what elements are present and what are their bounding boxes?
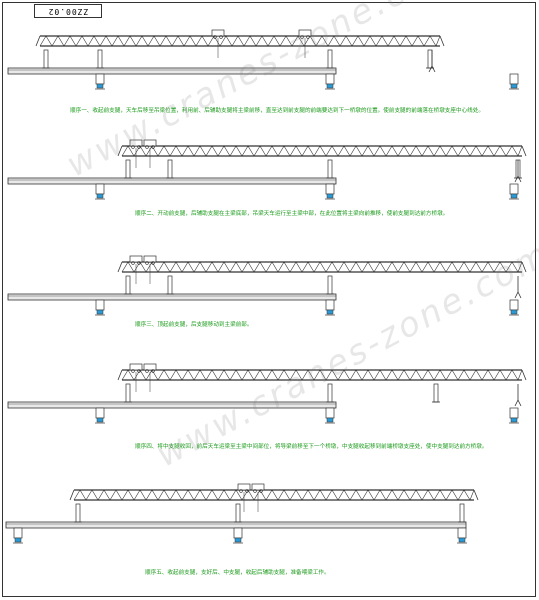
step-2-bridge-beam (7, 177, 337, 185)
erection-step-2: 顺序二、开动前支腿，后辅助支腿在主梁底部，吊梁天车运行至主梁中部，在此位置将主梁… (0, 138, 539, 228)
step-5-caption: 顺序五、收起前支腿，支好后、中支腿，收起后辅助支腿，准备喂梁工作。 (145, 570, 330, 576)
erection-step-3: 顺序三、顶起前支腿，后支腿移动到主梁前部。 (0, 248, 539, 338)
step-2-trolleys (129, 139, 157, 168)
step-2-elevation-svg (7, 139, 527, 200)
erection-step-4: 顺序四、将中支腿收回，前后天车运梁至主梁中间部位，将导梁前移至下一个桥墩，中支腿… (0, 356, 539, 456)
step-2-caption: 顺序二、开动前支腿，后辅助支腿在主梁底部，吊梁天车运行至主梁中部，在此位置将主梁… (135, 211, 449, 217)
step-3-bridge-beam (7, 293, 337, 301)
erection-step-1: 顺序一、收起前支腿，天车后移至吊梁位置，利用前、后辅助支腿将主梁前移，直至达到前… (0, 28, 539, 118)
step-2-launching-girder (117, 145, 527, 157)
erection-step-5: 顺序五、收起前支腿，支好后、中支腿，收起后辅助支腿，准备喂梁工作。 (0, 474, 539, 594)
step-5-launching-girder (69, 489, 479, 501)
step-4-legs (124, 383, 440, 403)
step-4-launching-girder (117, 369, 527, 381)
step-5-piers (13, 527, 467, 544)
step-1-bridge-beam (7, 67, 337, 75)
step-5-legs (74, 503, 466, 523)
step-5-trolleys (237, 483, 265, 512)
step-4-caption: 顺序四、将中支腿收回，前后天车运梁至主梁中间部位，将导梁前移至下一个桥墩，中支腿… (135, 444, 488, 450)
step-3-front-hook (514, 276, 522, 299)
drawing-number: ZZ00.02 (34, 4, 102, 18)
step-3-launching-girder (117, 261, 527, 273)
step-1-launching-girder (35, 35, 445, 47)
step-3-elevation-svg (7, 255, 527, 316)
step-4-elevation-svg (7, 363, 527, 424)
step-3-piers (95, 299, 519, 316)
step-3-trolleys (129, 255, 157, 284)
step-2-piers (95, 183, 519, 200)
step-1-trolleys (211, 29, 312, 58)
step-1-caption: 顺序一、收起前支腿，天车后移至吊梁位置，利用前、后辅助支腿将主梁前移，直至达到前… (70, 108, 484, 114)
step-1-piers (95, 73, 519, 90)
step-1-elevation-svg (7, 29, 519, 90)
step-4-front-hook (514, 384, 522, 407)
step-1-front-hook (428, 50, 436, 73)
step-5-elevation-svg (5, 483, 479, 544)
step-2-front-hook (514, 160, 522, 183)
step-3-caption: 顺序三、顶起前支腿，后支腿移动到主梁前部。 (135, 322, 253, 328)
step-5-bridge-beam (5, 521, 467, 529)
step-4-bridge-beam (7, 401, 337, 409)
step-2-legs (124, 159, 522, 179)
step-3-legs (124, 275, 334, 295)
step-4-piers (95, 407, 519, 424)
step-1-legs (42, 49, 434, 69)
step-4-trolleys (129, 363, 157, 392)
